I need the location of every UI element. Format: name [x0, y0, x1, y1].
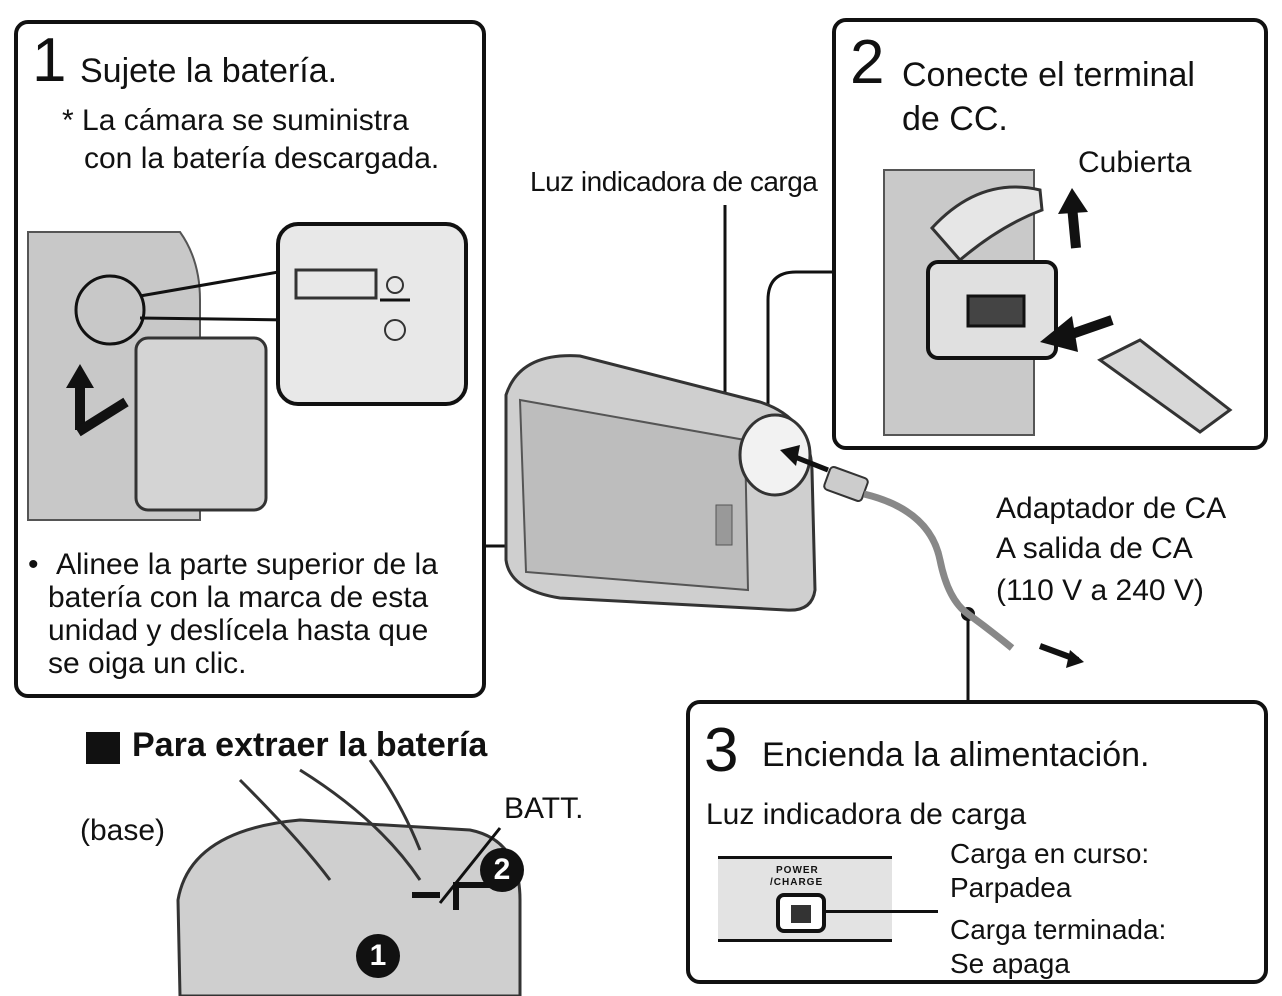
step2-title-line1: Conecte el terminal [902, 56, 1195, 94]
step3-lamp-label: Luz indicadora de carga [706, 798, 1027, 831]
done-line2: Se apaga [950, 948, 1070, 979]
battery-removal-illustration [176, 759, 522, 996]
remove-section-title: Para extraer la batería [132, 726, 488, 764]
adapter-line2: A salida de CA [996, 532, 1193, 565]
remove-section-square [86, 732, 120, 764]
leader-line-dc-terminal [766, 270, 834, 418]
step1-title: Sujete la batería. [80, 52, 338, 90]
step-badge-two-text: 2 [493, 853, 511, 886]
step2-number: 2 [850, 28, 885, 97]
step3-number: 3 [704, 716, 739, 785]
step1-note-line2: con la batería descargada. [84, 142, 440, 175]
step3-title: Encienda la alimentación. [762, 736, 1150, 774]
step-badge-two: 2 [480, 848, 524, 892]
step1-instr-line1: Alinee la parte superior de la [56, 548, 438, 581]
dc-terminal-illustration [883, 169, 1233, 436]
charge-lamp-leader [826, 910, 938, 913]
step1-instr-line2: batería con la marca de esta [48, 581, 429, 614]
step1-instr-line4: se oiga un clic. [48, 647, 247, 680]
step-badge-one-text: 1 [369, 939, 387, 972]
panel-label-line1: POWER [776, 865, 819, 876]
panel-label-line2: /CHARGE [770, 877, 824, 888]
step2-title-line2: de CC. [902, 100, 1008, 138]
done-line1: Carga terminada: [950, 914, 1167, 945]
step1-bullet: • [28, 548, 39, 581]
step1-note-line1: * La cámara se suministra [62, 104, 409, 137]
battery-attach-illustration [27, 222, 468, 521]
adapter-line3: (110 V a 240 V) [996, 574, 1204, 607]
ac-cable [863, 490, 1015, 651]
step1-panel [14, 20, 486, 698]
step2-cover-label: Cubierta [1078, 146, 1192, 179]
step-badge-one: 1 [356, 934, 400, 978]
camcorder-illustration [504, 354, 817, 612]
base-label: (base) [80, 814, 166, 847]
charging-line1: Carga en curso: [950, 838, 1150, 869]
dc-plug-illustration [823, 466, 869, 502]
plug-arrow-head [780, 445, 800, 466]
center-charge-lamp-label: Luz indicadora de carga [530, 166, 818, 197]
batt-label: BATT. [504, 792, 584, 825]
power-charge-panel: POWER /CHARGE [718, 856, 892, 942]
step1-number: 1 [32, 26, 67, 95]
step1-instr-line3: unidad y deslícela hasta que [48, 614, 429, 647]
step2-panel [832, 18, 1268, 450]
outlet-arrow-head [1066, 650, 1084, 668]
charge-lamp-button [776, 893, 826, 933]
charge-lamp-led [791, 905, 811, 923]
adapter-line1: Adaptador de CA [996, 492, 1227, 525]
charging-line2: Parpadea [950, 872, 1072, 903]
